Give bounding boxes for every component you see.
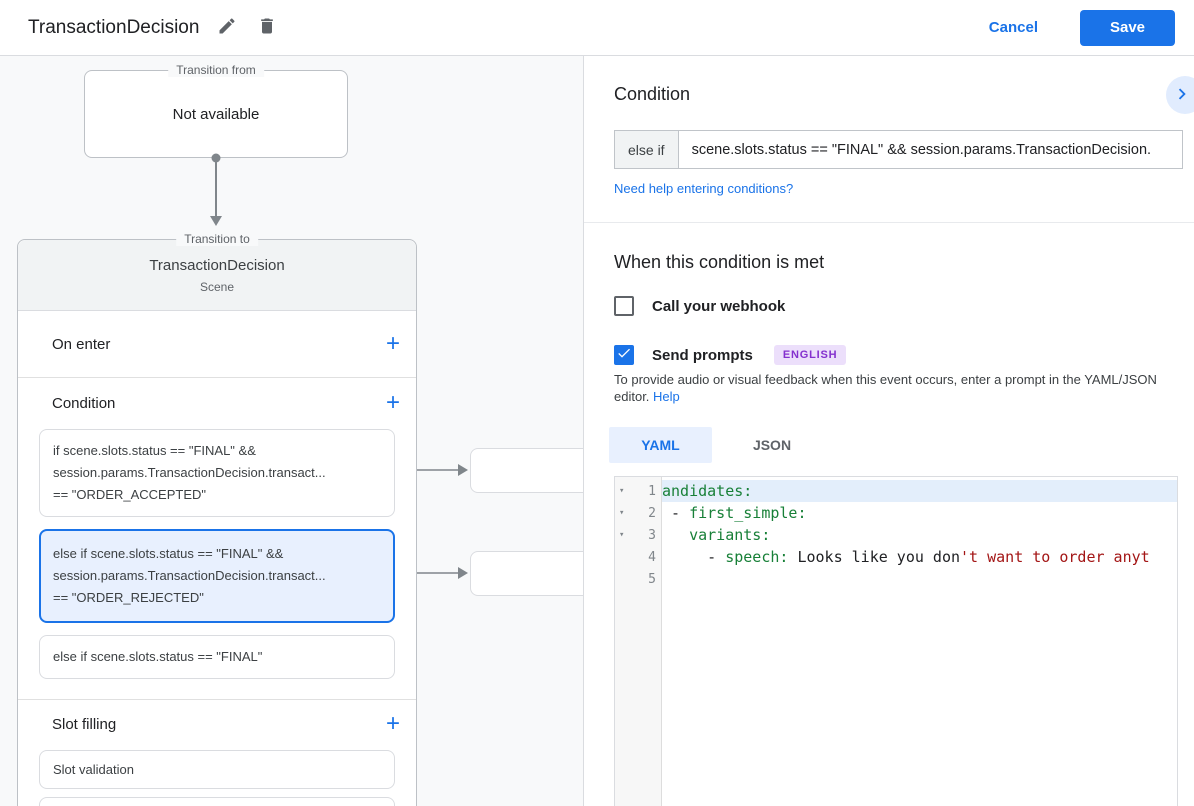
condition-line: == "ORDER_REJECTED" [53, 590, 204, 605]
condition-line: == "ORDER_ACCEPTED" [53, 487, 206, 502]
gutter-row: 4 [615, 546, 661, 568]
gutter-row: ▾ 2 [615, 502, 661, 524]
scene-flow-canvas: Transition from Not available Transition… [0, 56, 583, 806]
pencil-icon [217, 16, 237, 39]
editor-gutter: ▾ 1 ▾ 2 ▾ 3 4 5 [615, 477, 662, 806]
code-segment: andidates: [662, 482, 753, 500]
line-number: 5 [648, 571, 656, 587]
code-line-3: variants: [662, 524, 1177, 546]
condition-input-row: else if [614, 130, 1183, 169]
transition-from-box: Transition from Not available [84, 63, 348, 158]
scene-type-label: Scene [199, 280, 235, 294]
condition-label: Condition [52, 394, 116, 412]
trash-icon [257, 16, 277, 39]
slot-filling-label: Slot filling [52, 715, 117, 733]
condition-help-link[interactable]: Need help entering conditions? [614, 181, 794, 196]
yaml-code-editor: ▾ 1 ▾ 2 ▾ 3 4 5 andidates: - first_simpl [614, 476, 1178, 806]
transition-target-box-rejected[interactable] [470, 551, 583, 596]
webhook-row: Call your webhook [614, 296, 785, 316]
condition-line: session.params.TransactionDecision.trans… [53, 465, 326, 480]
edit-title-button[interactable] [209, 10, 245, 46]
code-segment: - [662, 548, 726, 566]
code-area[interactable]: andidates: - first_simple: variants: - s… [662, 477, 1177, 806]
code-line-5 [662, 568, 1177, 590]
when-condition-met-heading: When this condition is met [614, 252, 825, 272]
slot-validation-card[interactable]: Slot validation [39, 750, 395, 789]
prompt-description: To provide audio or visual feedback when… [614, 371, 1194, 405]
panel-divider [584, 222, 1194, 223]
line-number: 4 [648, 549, 656, 565]
scene-card: Transition to TransactionDecision Scene … [17, 232, 417, 806]
call-webhook-label: Call your webhook [652, 297, 786, 315]
scene-name: TransactionDecision [149, 257, 285, 274]
collapse-panel-button[interactable] [1166, 76, 1194, 114]
line-number: 2 [648, 505, 656, 521]
code-segment: variants: [689, 526, 771, 544]
prompt-help-link[interactable]: Help [653, 389, 680, 404]
code-segment: Looks like you don [788, 548, 961, 566]
condition-card-final[interactable]: else if scene.slots.status == "FINAL" [39, 635, 395, 679]
condition-line: else if scene.slots.status == "FINAL" && [53, 546, 284, 561]
code-segment: first_simple: [689, 504, 807, 522]
code-line-4: - speech: Looks like you don't want to o… [662, 546, 1177, 568]
line-number: 1 [648, 483, 656, 499]
condition-line: session.params.TransactionDecision.trans… [53, 568, 326, 583]
on-enter-section: On enter + [18, 311, 416, 378]
gutter-row: 5 [615, 568, 661, 590]
prompt-description-text: To provide audio or visual feedback when… [614, 372, 1157, 404]
condition-editor-panel: Condition else if Need help entering con… [583, 56, 1194, 806]
language-badge: ENGLISH [773, 345, 847, 365]
transition-target-box-accepted[interactable] [470, 448, 583, 493]
transition-to-legend: Transition to [176, 232, 258, 246]
transition-from-legend: Transition from [168, 63, 264, 77]
condition-card-accepted[interactable]: if scene.slots.status == "FINAL" && sess… [39, 429, 395, 517]
fold-arrow-icon[interactable]: ▾ [619, 508, 625, 518]
transition-from-value: Not available [172, 105, 260, 123]
code-line-2: - first_simple: [662, 502, 1177, 524]
add-on-enter-button[interactable]: + [385, 330, 400, 357]
editor-tabs: YAML JSON [609, 427, 832, 463]
page-title: TransactionDecision [28, 16, 200, 38]
code-segment [662, 526, 689, 544]
call-webhook-checkbox[interactable] [614, 296, 634, 316]
fold-arrow-icon[interactable]: ▾ [619, 530, 625, 540]
on-enter-label: On enter [52, 335, 111, 353]
condition-line: if scene.slots.status == "FINAL" && [53, 443, 256, 458]
save-button[interactable]: Save [1080, 9, 1175, 46]
tab-yaml[interactable]: YAML [609, 427, 712, 463]
send-prompts-label: Send prompts [652, 346, 753, 364]
condition-card-rejected-selected[interactable]: else if scene.slots.status == "FINAL" &&… [39, 529, 395, 623]
fold-arrow-icon[interactable]: ▾ [619, 486, 625, 496]
gutter-row: ▾ 3 [615, 524, 661, 546]
slot-filling-section-header: Slot filling + [18, 700, 416, 748]
code-segment: 't want to order anyt [960, 548, 1150, 566]
add-slot-button[interactable]: + [385, 710, 400, 737]
code-segment: speech: [725, 548, 789, 566]
chevron-right-icon [1166, 83, 1193, 108]
gutter-row: ▾ 1 [615, 480, 661, 502]
condition-panel-title: Condition [614, 84, 691, 104]
send-prompts-row: Send prompts ENGLISH [614, 345, 847, 365]
checkmark-icon [616, 345, 632, 366]
section-divider [18, 699, 416, 700]
condition-section-header: Condition + [18, 378, 416, 428]
else-if-prefix: else if [614, 130, 678, 169]
tab-json[interactable]: JSON [712, 427, 832, 463]
partial-card[interactable] [39, 797, 395, 806]
top-bar: TransactionDecision Cancel Save [0, 0, 1194, 56]
cancel-button[interactable]: Cancel [988, 19, 1038, 36]
condition-line: else if scene.slots.status == "FINAL" [53, 649, 263, 664]
code-line-1: andidates: [662, 480, 1177, 502]
delete-scene-button[interactable] [249, 10, 285, 46]
add-condition-button[interactable]: + [385, 389, 400, 416]
send-prompts-checkbox[interactable] [614, 345, 634, 365]
line-number: 3 [648, 527, 656, 543]
condition-expression-input[interactable] [677, 130, 1183, 169]
code-segment: - [662, 504, 690, 522]
scene-card-header[interactable]: TransactionDecision Scene [18, 240, 416, 311]
